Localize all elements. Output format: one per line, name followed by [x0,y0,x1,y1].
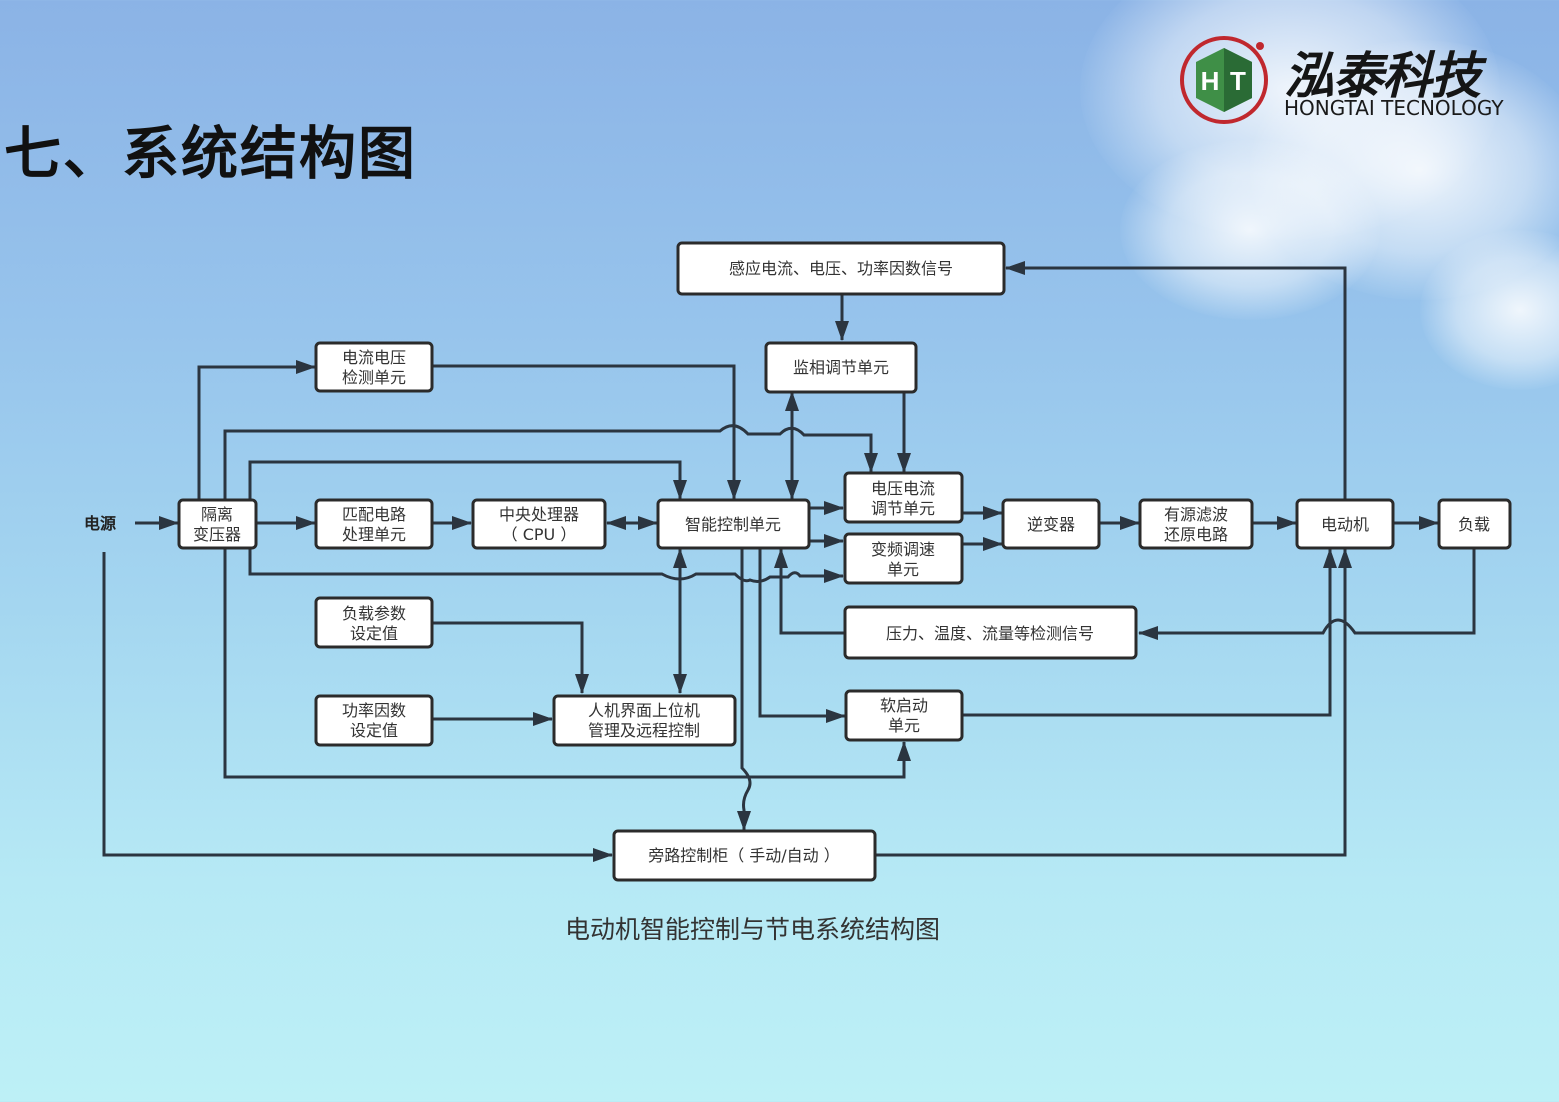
node-label: 管理及远程控制 [588,721,700,740]
node-label: 压力、温度、流量等检测信号 [886,624,1094,643]
company-logo: H T 泓泰科技 HONGTAI TECNOLOGY [1178,34,1528,126]
edge-isolation-vfd [248,548,844,583]
node-label: 人机界面上位机 [588,701,700,720]
node-label: 负载参数 [342,604,406,623]
node-filter: 有源滤波 还原电路 [1138,498,1254,550]
edge-loadparam-hmi [432,621,589,694]
diagram-caption: 电动机智能控制与节电系统结构图 [564,915,940,944]
node-label: 设定值 [350,721,398,740]
node-load-param: 负载参数 设定值 [314,596,434,649]
node-label: 单元 [887,560,919,579]
logo-mark-h: H [1201,66,1220,96]
logo-mark-t: T [1230,66,1246,96]
edge-bypass-motor [876,548,1352,857]
page-title: 七、系统结构图 [4,121,417,187]
node-phase-monitor: 监相调节单元 [764,341,918,394]
edge-cvdetect-smart [432,364,741,500]
logo-name-en: HONGTAI TECNOLOGY [1284,96,1504,120]
node-label: 智能控制单元 [685,515,781,534]
node-label: 设定值 [350,624,398,643]
logo-name-cn: 泓泰科技 [1284,47,1481,105]
node-hmi: 人机界面上位机 管理及远程控制 [552,694,737,747]
node-cv-detect: 电流电压 检测单元 [314,341,434,393]
node-label: 电流电压 [342,348,406,367]
edge-motor-sense [1005,261,1347,499]
node-match-circuit: 匹配电路 处理单元 [314,498,434,550]
ht-logo-icon: H T [1180,36,1268,124]
node-vfd: 变频调速 单元 [843,532,964,585]
edge-load-processsignal [1138,548,1476,640]
edge-isolation-cvdetect [197,360,316,499]
node-cpu: 中央处理器 （ CPU ） [471,498,607,550]
edge-isolation-vcregulate [223,424,878,499]
node-smart-control: 智能控制单元 [656,498,811,550]
node-source: 电源 [84,514,116,533]
node-sense-signal: 感应电流、电压、功率因数信号 [676,241,1006,296]
node-pf-setpoint: 功率因数 设定值 [314,694,434,747]
edge-source-bypass [102,552,613,862]
node-label: 电动机 [1321,515,1369,534]
node-label: 处理单元 [342,525,406,544]
node-label: 功率因数 [342,701,406,720]
node-soft-start: 软启动 单元 [844,689,964,742]
node-label: 变压器 [193,525,241,544]
node-inverter: 逆变器 [1001,498,1101,550]
node-isolation-transformer: 隔离 变压器 [177,498,258,550]
node-label: 中央处理器 [499,505,579,524]
edge-softstart-motor [962,548,1337,717]
node-label: 旁路控制柜（ 手动/自动 ） [648,846,840,865]
node-vc-regulate: 电压电流 调节单元 [843,471,964,524]
node-label: 还原电路 [1164,525,1228,544]
node-label: 匹配电路 [342,505,406,524]
node-label: 电压电流 [871,479,935,498]
cloud-decoration [1120,140,1380,320]
node-label: 监相调节单元 [793,358,889,377]
node-motor: 电动机 [1295,498,1395,550]
edge-smart-softstart [758,549,846,723]
node-label: 软启动 [880,696,928,715]
node-process-signal: 压力、温度、流量等检测信号 [843,605,1138,660]
node-label: 有源滤波 [1164,505,1228,524]
node-label: （ CPU ） [502,525,577,544]
node-label: 隔离 [201,505,233,524]
node-label: 负载 [1458,515,1490,534]
connectors [102,261,1476,862]
edge-processsignal-smart [774,548,845,635]
node-label: 调节单元 [871,499,935,518]
edge-smart-bypass [737,549,752,831]
node-load: 负载 [1437,498,1512,550]
node-bypass-cabinet: 旁路控制柜（ 手动/自动 ） [612,829,877,882]
source-label: 电源 [84,514,116,533]
node-label: 单元 [888,716,920,735]
node-label: 感应电流、电压、功率因数信号 [729,259,953,278]
edge-isolation-smart [248,460,687,500]
node-label: 逆变器 [1027,515,1075,534]
edge-isolation-softstart [223,548,911,779]
node-label: 变频调速 [871,540,935,559]
node-label: 检测单元 [342,368,406,387]
